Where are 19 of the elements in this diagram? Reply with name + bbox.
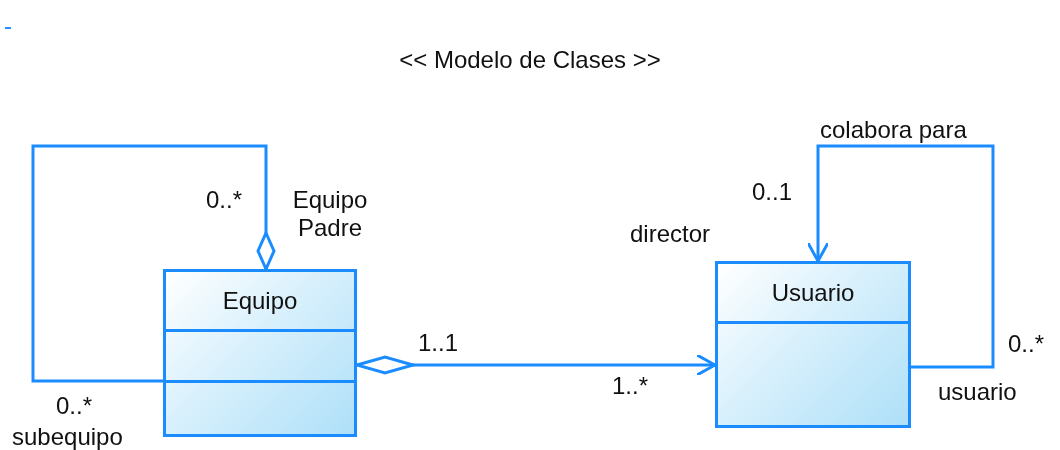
multiplicity-label: 0..1: [752, 178, 793, 206]
class-name: Equipo: [166, 272, 354, 332]
multiplicity-label: director: [630, 220, 711, 248]
multiplicity-label: Equipo Padre: [291, 186, 369, 242]
class-name: Usuario: [718, 264, 908, 324]
multiplicity-label: 1..1: [418, 329, 459, 357]
multiplicity-label: 0..*: [206, 186, 243, 214]
dash-mark: -: [4, 14, 12, 38]
multiplicity-label: 1..*: [612, 372, 649, 400]
multiplicity-label: usuario: [938, 378, 1017, 406]
diagram-title: << Modelo de Clases >>: [398, 46, 662, 74]
association-line: [806, 144, 995, 369]
class-box: [715, 261, 911, 428]
multiplicity-label: 0..*: [1008, 330, 1045, 358]
multiplicity-label: subequipo: [12, 423, 123, 450]
association-line: [355, 353, 717, 377]
association-line: [31, 144, 276, 383]
multiplicity-label: 0..*: [56, 392, 93, 420]
class-box: [163, 269, 357, 437]
